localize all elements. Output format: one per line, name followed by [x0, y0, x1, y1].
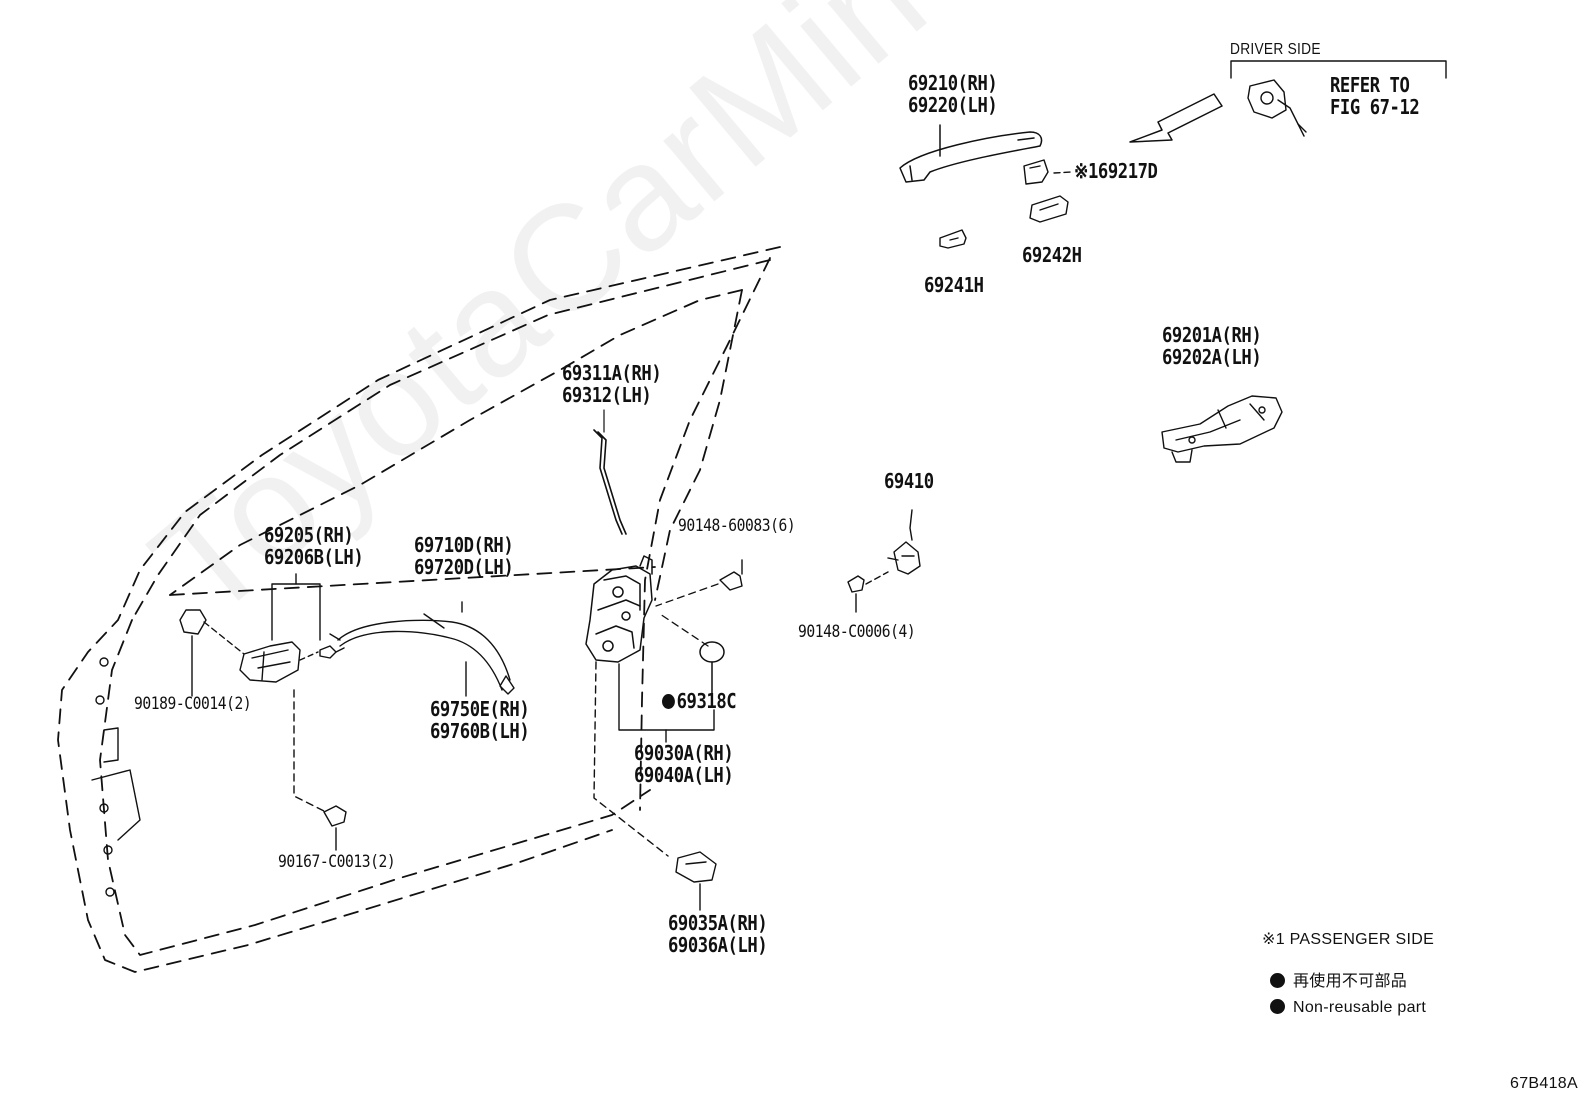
screw-90167-part: [293, 689, 347, 851]
part-69210-label: 69210(RH) 69220(LH): [908, 71, 998, 117]
part-69311-label: 69311A(RH) 69312(LH): [562, 361, 662, 407]
part-69217-label: ※169217D: [1074, 159, 1158, 183]
rod-part: [593, 409, 627, 535]
outside-handle-part: [899, 124, 1043, 183]
part-69035-rh: 69035A(RH): [668, 911, 768, 935]
part-69035-label: 69035A(RH) 69036A(LH): [668, 911, 768, 957]
lock-cover-part: [593, 661, 717, 911]
part-90167-label: 90167-C0013(2): [278, 852, 396, 872]
ring-part: [699, 641, 725, 707]
lock-bracket: [618, 663, 715, 743]
part-90148-60083-label: 90148-60083(6): [678, 516, 796, 536]
diagram-code: 67B418A: [1510, 1075, 1578, 1092]
part-69205-rh: 69205(RH): [264, 523, 354, 547]
part-69750-rh: 69750E(RH): [430, 697, 530, 721]
legend-non-reusable-en: Non-reusable part: [1270, 994, 1426, 1019]
refer-line-2: FIG 67-12: [1330, 95, 1420, 119]
part-69311-rh: 69311A(RH): [562, 361, 662, 385]
clip-90189-part: [179, 609, 245, 697]
legend-non-reusable-jp: 再使用不可部品: [1270, 968, 1407, 993]
part-69750-label: 69750E(RH) 69760B(LH): [430, 697, 530, 743]
refer-line-1: REFER TO: [1330, 73, 1410, 97]
part-69202-lh: 69202A(LH): [1162, 345, 1262, 369]
part-69201-label: 69201A(RH) 69202A(LH): [1162, 323, 1262, 369]
part-69210-rh: 69210(RH): [908, 71, 998, 95]
part-69030-rh: 69030A(RH): [634, 741, 734, 765]
legend-passenger-note: ※1 PASSENGER SIDE: [1262, 931, 1435, 948]
part-69036-lh: 69036A(LH): [668, 933, 768, 957]
inside-handle-part: [239, 641, 301, 683]
part-69242-label: 69242H: [1022, 243, 1082, 267]
screw-leader-lines: [655, 583, 719, 647]
non-reusable-dot-icon: [1270, 999, 1285, 1014]
part-69030-label: 69030A(RH) 69040A(LH): [634, 741, 734, 787]
small-screw-part: [299, 645, 337, 661]
part-69318-label: 69318C: [662, 689, 737, 713]
part-69410-label: 69410: [884, 469, 934, 493]
driver-side-label: DRIVER SIDE: [1230, 41, 1321, 58]
part-69205-label: 69205(RH) 69206B(LH): [264, 523, 364, 569]
inside-handle-bracket: [271, 573, 321, 641]
refer-to-label: REFER TO FIG 67-12: [1330, 73, 1420, 119]
non-reusable-dot-icon: [1270, 973, 1285, 988]
part-69760-lh: 69760B(LH): [430, 719, 530, 743]
direction-arrow: [1129, 93, 1223, 143]
screw-c0006-part: [847, 571, 889, 613]
part-69040-lh: 69040A(LH): [634, 763, 734, 787]
part-69217-code: 69217D: [1097, 159, 1158, 183]
non-reusable-icon: [662, 694, 675, 709]
striker-part: [887, 509, 921, 575]
passenger-mark: ※1: [1074, 159, 1098, 183]
part-69312-lh: 69312(LH): [562, 383, 652, 407]
part-69710-label: 69710D(RH) 69720D(LH): [414, 533, 514, 579]
handle-cap-part: [1023, 159, 1073, 185]
part-69241-label: 69241H: [924, 273, 984, 297]
part-90189-label: 90189-C0014(2): [134, 694, 252, 714]
part-69201-rh: 69201A(RH): [1162, 323, 1262, 347]
pad-69242h-part: [1029, 195, 1069, 223]
part-69206-lh: 69206B(LH): [264, 545, 364, 569]
part-69720-lh: 69720D(LH): [414, 555, 514, 579]
pad-69241h-part: [939, 229, 967, 249]
driver-side-bracket: [1230, 60, 1447, 79]
part-69318-code: 69318C: [676, 689, 737, 713]
part-90148-c0006-label: 90148-C0006(4): [798, 622, 916, 642]
door-outline: [57, 246, 781, 973]
handle-frame-part: [1161, 395, 1283, 463]
part-69710-rh: 69710D(RH): [414, 533, 514, 557]
cable-part: [329, 601, 515, 697]
door-lock-part: [585, 555, 653, 663]
part-69220-lh: 69220(LH): [908, 93, 998, 117]
door-hinge-holes: [91, 657, 141, 897]
screw-60083-part: [719, 559, 743, 591]
lock-cylinder-part: [1247, 79, 1307, 137]
